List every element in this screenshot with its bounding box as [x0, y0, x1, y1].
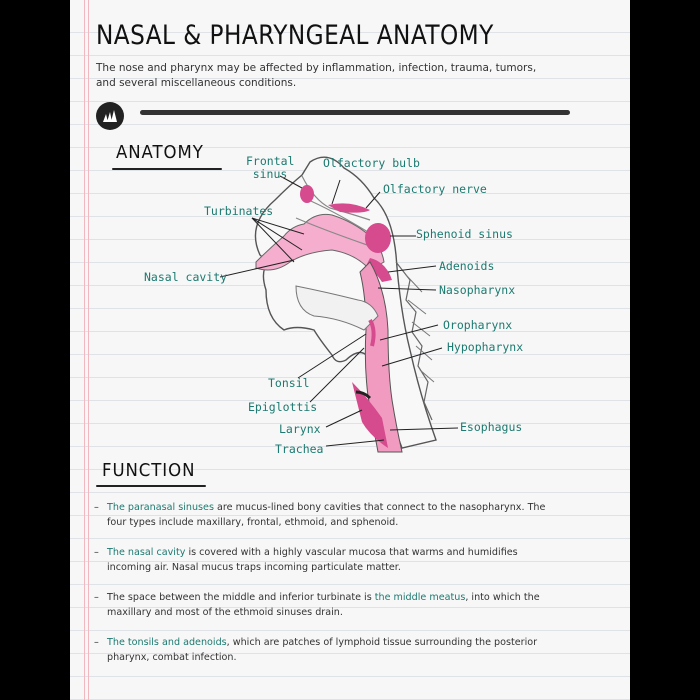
list-bullet: –	[94, 592, 99, 603]
label-trachea: Trachea	[275, 442, 324, 456]
label-adenoids: Adenoids	[439, 259, 495, 273]
list-item: – The tonsils and adenoids, which are pa…	[94, 635, 554, 665]
label-frontal-sinus-line1: Frontal	[246, 154, 295, 168]
anatomy-diagram	[219, 156, 459, 453]
function-heading: FUNCTION	[102, 460, 196, 481]
function-list: – The paranasal sinuses are mucus-lined …	[94, 500, 554, 680]
highlight-term: The nasal cavity	[107, 547, 186, 558]
list-bullet: –	[94, 502, 99, 513]
list-item: – The nasal cavity is covered with a hig…	[94, 545, 554, 575]
list-item: – The paranasal sinuses are mucus-lined …	[94, 500, 554, 530]
list-bullet: –	[94, 637, 99, 648]
larynx-shape	[352, 382, 388, 448]
list-item-text: are mucus-lined bony cavities that conne…	[107, 502, 546, 528]
leader-lines	[219, 175, 459, 447]
label-olfactory-nerve: Olfactory nerve	[383, 182, 487, 196]
label-hypopharynx: Hypopharynx	[447, 340, 524, 354]
spine-outline	[395, 261, 433, 421]
olfactory-bulb-shape	[328, 203, 370, 213]
label-olfactory-bulb: Olfactory bulb	[323, 156, 420, 170]
label-frontal-sinus-line2: sinus	[252, 167, 288, 181]
highlight-term: The paranasal sinuses	[107, 502, 214, 513]
label-esophagus: Esophagus	[460, 420, 523, 434]
label-frontal-sinus: Frontal sinus	[246, 155, 294, 181]
label-sphenoid-sinus: Sphenoid sinus	[416, 227, 513, 241]
list-item: – The space between the middle and infer…	[94, 590, 554, 620]
intro-text: The nose and pharynx may be affected by …	[96, 62, 537, 89]
sphenoid-sinus-shape	[365, 223, 391, 253]
label-turbinates: Turbinates	[204, 204, 274, 218]
heading-underline	[96, 485, 206, 487]
label-oropharynx: Oropharynx	[443, 318, 513, 332]
divider-rule	[140, 110, 570, 115]
frontal-sinus-shape	[300, 185, 314, 203]
heading-underline	[112, 168, 222, 170]
label-tonsil: Tonsil	[268, 376, 310, 390]
list-item-text: , into which the maxillary and most of t…	[107, 592, 540, 618]
adenoids-shape	[366, 258, 392, 282]
highlight-term: the middle meatus	[374, 592, 466, 603]
page-title: NASAL & PHARYNGEAL ANATOMY	[96, 20, 494, 51]
margin-line	[88, 0, 89, 700]
label-nasopharynx: Nasopharynx	[439, 283, 516, 297]
margin-line	[84, 0, 85, 700]
brand-logo-icon	[96, 102, 124, 130]
list-item-text: , which are patches of lymphoid tissue s…	[107, 637, 538, 663]
highlight-term: The tonsils and adenoids	[107, 637, 227, 648]
label-nasal-cavity: Nasal cavity	[144, 270, 228, 284]
label-larynx: Larynx	[279, 422, 321, 436]
anatomy-heading: ANATOMY	[116, 142, 204, 163]
label-epiglottis: Epiglottis	[248, 400, 318, 414]
list-item-text: is covered with a highly vascular mucosa…	[107, 547, 518, 573]
notebook-page: NASAL & PHARYNGEAL ANATOMY The nose and …	[70, 0, 630, 700]
list-bullet: –	[94, 547, 99, 558]
list-item-text: The space between the middle and inferio…	[107, 592, 375, 603]
